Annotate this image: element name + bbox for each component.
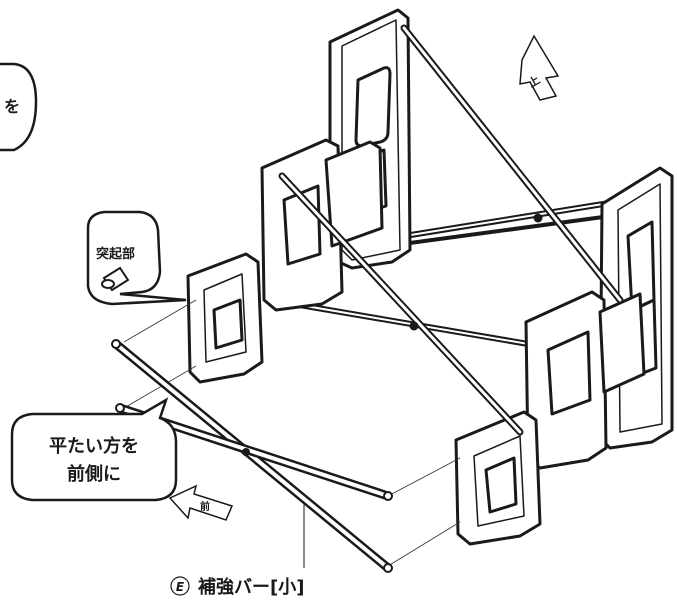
callout-flat-side-line1: 平たい方を — [49, 435, 139, 457]
part-marker: E — [176, 580, 185, 594]
part-label-text: 補強バー[小] — [197, 576, 304, 598]
part-label-e: E 補強バー[小] — [170, 502, 305, 598]
front-arrow-label: 前 — [200, 500, 210, 513]
right-middle-frame — [524, 290, 646, 470]
front-arrow-icon: 前 — [168, 484, 234, 521]
right-front-frame — [454, 410, 542, 546]
up-arrow-icon: 上 — [519, 34, 560, 101]
left-front-frame — [186, 252, 264, 384]
peg-icon — [101, 266, 130, 292]
callout-flat-side-line2: 前側に — [67, 463, 121, 485]
callout-partial-text: を — [4, 97, 20, 116]
callout-flat-side: 平たい方を 前側に — [10, 397, 178, 502]
callout-protrusion: 突起部 — [86, 210, 187, 306]
left-middle-frame — [260, 138, 384, 312]
part-marker-circle — [170, 576, 190, 596]
alignment-leader-lines — [123, 299, 461, 567]
callout-protrusion-text: 突起部 — [96, 246, 135, 262]
attached-braces — [278, 24, 624, 436]
callout-partial: を — [0, 62, 38, 152]
